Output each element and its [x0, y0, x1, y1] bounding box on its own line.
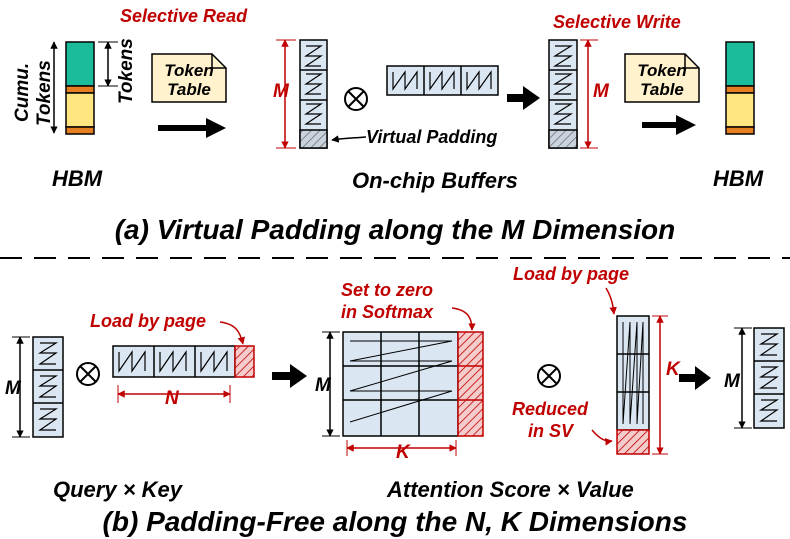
on-chip-buffers-label: On-chip Buffers	[352, 168, 518, 193]
arrow-icon	[507, 86, 540, 110]
query-key-label: Query × Key	[53, 477, 184, 502]
m-label-top-left: M	[273, 81, 290, 102]
hbm-right-label: HBM	[713, 166, 764, 191]
token-table-note-right: Token Table	[624, 53, 700, 103]
n-label: N	[165, 388, 180, 409]
reduced-line1: Reduced	[512, 399, 589, 419]
m-label-output: M	[724, 371, 741, 392]
arrow-icon	[272, 364, 307, 388]
k-label-score: K	[396, 442, 411, 463]
load-by-page-left-label: Load by page	[90, 311, 206, 331]
set-to-zero-pointer	[451, 307, 476, 331]
arrow-icon	[158, 118, 226, 138]
token-table-left-line2: Table	[167, 80, 211, 99]
value-block	[616, 315, 650, 455]
caption-b: (b) Padding-Free along the N, K Dimensio…	[103, 506, 688, 537]
virtual-padding-label: Virtual Padding	[366, 127, 497, 147]
cumu-label-line2: Tokens	[34, 60, 55, 126]
multiply-icon-bottom-right	[537, 364, 561, 388]
hbm-right-bar	[725, 41, 755, 135]
output-block	[753, 327, 785, 429]
key-block	[112, 345, 255, 378]
m-label-score: M	[315, 375, 332, 396]
m-label-top-right: M	[593, 81, 610, 102]
multiply-icon-bottom-left	[76, 362, 100, 386]
on-chip-buffer-left	[299, 39, 328, 149]
set-to-zero-line1: Set to zero	[341, 280, 433, 300]
token-table-left-line1: Token	[164, 61, 213, 80]
load-by-page-right-pointer	[605, 287, 617, 315]
query-block	[32, 336, 64, 438]
cumu-label-line1: Cumu.	[12, 63, 33, 122]
load-by-page-right-label: Load by page	[513, 264, 629, 284]
section-b: M Load by page N	[5, 264, 785, 537]
on-chip-buffer-horizontal	[386, 65, 499, 96]
caption-a: (a) Virtual Padding along the M Dimensio…	[115, 214, 676, 245]
hbm-left-label: HBM	[52, 166, 103, 191]
section-a: Selective Read Selective Write Cumu. Tok…	[12, 6, 764, 245]
m-label-query: M	[5, 378, 22, 399]
multiply-icon-top	[344, 87, 368, 111]
virtual-padding-pointer	[331, 135, 367, 143]
selective-write-label: Selective Write	[553, 12, 681, 32]
selective-read-label: Selective Read	[120, 6, 248, 26]
token-table-right-line2: Table	[640, 80, 684, 99]
attention-score-matrix	[342, 331, 484, 437]
token-table-note-left: Token Table	[151, 53, 227, 103]
arrow-icon	[642, 115, 696, 135]
k-label-value: K	[666, 359, 681, 380]
attention-value-label: Attention Score × Value	[386, 477, 634, 502]
set-to-zero-line2: in Softmax	[341, 302, 434, 322]
on-chip-buffer-right	[548, 39, 578, 149]
token-table-right-line1: Token	[637, 61, 686, 80]
arrow-icon	[679, 366, 711, 390]
load-by-page-left-pointer	[219, 321, 245, 345]
reduced-pointer	[591, 429, 613, 446]
tokens-label: Tokens	[116, 38, 137, 104]
hbm-left-bar	[50, 41, 118, 135]
reduced-line2: in SV	[528, 421, 575, 441]
